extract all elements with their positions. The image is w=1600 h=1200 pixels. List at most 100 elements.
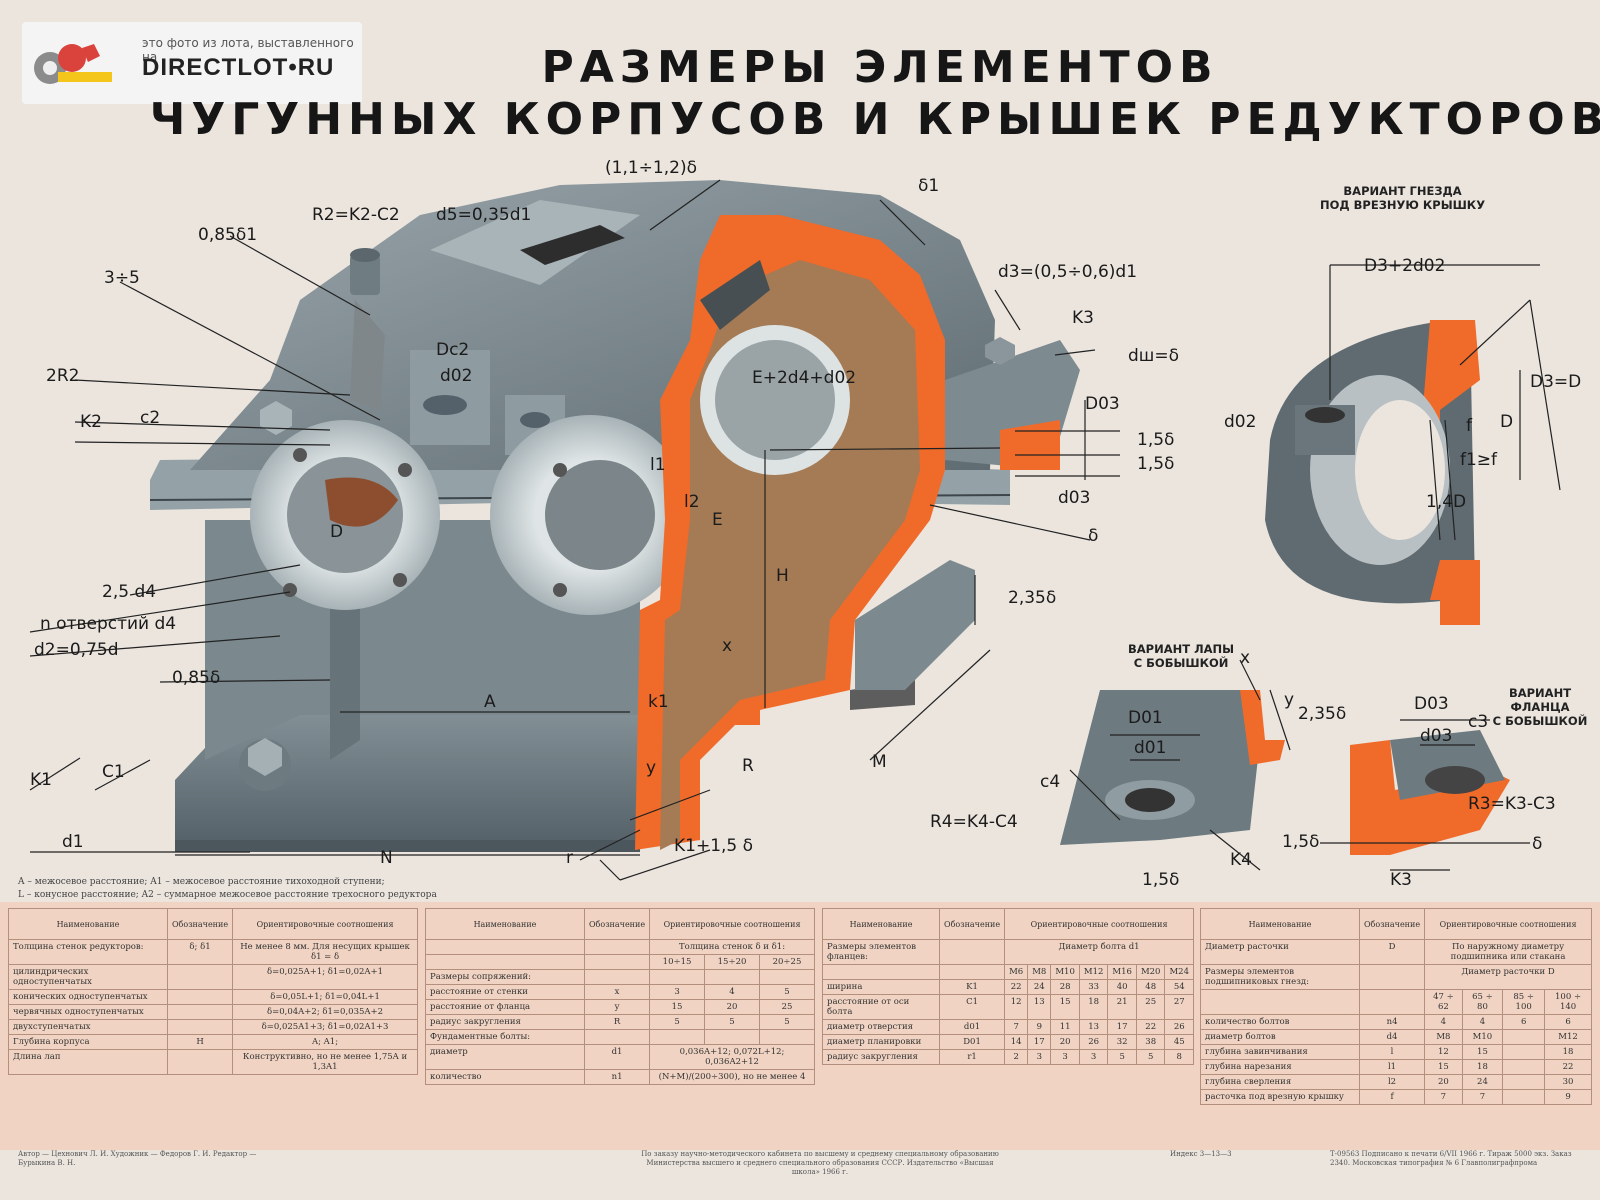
table-cell <box>166 989 234 1005</box>
label-d5: d5=0,35d1 <box>436 205 532 225</box>
watermark-logo-icon <box>34 44 112 84</box>
t2-header-symbol: Обозначение <box>583 908 651 940</box>
footer-index: Индекс 3—13—3 <box>1170 1150 1232 1158</box>
t1-header-name: Наименование <box>8 908 168 940</box>
table-cell: 5 <box>758 1014 816 1030</box>
label-do3: D03 <box>1085 394 1120 414</box>
table-cell: δ=0,05L+1; δ1=0,04L+1 <box>232 989 418 1005</box>
label-k1: K1 <box>30 770 52 790</box>
table-cell: диаметр планировки <box>821 1034 941 1050</box>
table-cell: D01 <box>939 1034 1006 1050</box>
subtitle-flange: ВАРИАНТ ФЛАНЦА С БОБЫШКОЙ <box>1480 686 1600 728</box>
label-2r2: 2R2 <box>46 366 80 386</box>
foundation-nut-icon <box>248 738 282 776</box>
table-cell: 9 <box>1027 1019 1052 1035</box>
table-cell: 18 <box>1078 994 1109 1020</box>
t4-header-symbol: Обозначение <box>1358 908 1426 940</box>
table-cell: 12 <box>1424 1044 1463 1060</box>
table-cell: f <box>1358 1089 1426 1105</box>
label-d2: d2=0,75d <box>34 640 119 660</box>
t3-col: M6 <box>1004 964 1029 980</box>
t3-col: M16 <box>1107 964 1137 980</box>
table-cell: 38 <box>1135 1034 1166 1050</box>
label-y: y <box>646 758 657 778</box>
table-cell <box>166 964 234 990</box>
legend-line1: A – межосевое расстояние; A1 – межосевое… <box>18 877 385 887</box>
table-cell: ширина <box>821 979 941 995</box>
label-paw-D01: D01 <box>1128 708 1163 728</box>
table-cell: 30 <box>1544 1074 1592 1090</box>
table-cell: диаметр болтов <box>1200 1029 1360 1045</box>
label-nest-d: D <box>1500 412 1514 432</box>
table-walls: Наименование Обозначение Ориентировочные… <box>8 908 418 1075</box>
table-cell <box>583 969 651 985</box>
table-cell: расстояние от фланца <box>425 999 585 1015</box>
table-cell: 22 <box>1004 979 1029 995</box>
table-cell: Глубина корпуса <box>8 1034 168 1050</box>
label-k2: K2 <box>80 412 102 432</box>
t4-col: 85 ÷ 100 <box>1502 989 1546 1015</box>
table-cell <box>1502 1089 1546 1105</box>
t1-header-symbol: Обозначение <box>166 908 234 940</box>
label-0-85-delta: 0,85δ <box>172 668 221 688</box>
label-r: R <box>742 756 754 776</box>
table-cell: Длина лап <box>8 1049 168 1075</box>
label-e: E <box>712 510 723 530</box>
table-cell: диаметр отверстия <box>821 1019 941 1035</box>
t1-header-ratio: Ориентировочные соотношения <box>232 908 418 940</box>
t4-top-ratio: По наружному диаметру подшипника или ста… <box>1424 939 1592 965</box>
table-cell: расстояние от стенки <box>425 984 585 1000</box>
label-paw-c4: c4 <box>1040 772 1061 792</box>
label-x: x <box>722 636 733 656</box>
table-cell: Фундаментные болты: <box>425 1029 585 1045</box>
table-cell: расточка под врезную крышку <box>1200 1089 1360 1105</box>
table-cell <box>758 1029 816 1045</box>
label-nest-1-4d: 1,4D <box>1426 492 1467 512</box>
table-cell: l1 <box>1358 1059 1426 1075</box>
variant-flange-drawing <box>1320 719 1530 871</box>
watermark-site: DIRECTLOT•RU <box>142 54 335 81</box>
t4-top-name: Диаметр расточки <box>1200 939 1360 965</box>
t3-col: M10 <box>1050 964 1080 980</box>
label-paw-y: y <box>1284 690 1295 710</box>
table-cell: 24 <box>1027 979 1052 995</box>
watermark: это фото из лота, выставленного на DIREC… <box>22 22 362 104</box>
table-cell: 6 <box>1544 1014 1592 1030</box>
label-l2: l2 <box>684 492 700 512</box>
label-flange-r3: R3=K3-C3 <box>1468 794 1556 814</box>
table-cell: K1 <box>939 979 1006 995</box>
t3-col: M12 <box>1078 964 1109 980</box>
table-cell: H <box>166 1034 234 1050</box>
t3-header-ratio: Ориентировочные соотношения <box>1004 908 1194 940</box>
table-cell: 7 <box>1004 1019 1029 1035</box>
table-cell: 22 <box>1135 1019 1166 1035</box>
table-cell: цилиндрических одноступенчатых <box>8 964 168 990</box>
t2-sub-header: Толщина стенок δ и δ1: <box>649 939 815 955</box>
table-cell: Толщина стенок редукторов: <box>8 939 168 965</box>
table-cell: 26 <box>1164 1019 1194 1035</box>
table-cell: l <box>1358 1044 1426 1060</box>
table-cell: 18 <box>1461 1059 1504 1075</box>
label-dsh: dш=δ <box>1128 346 1179 366</box>
watermark-note: это фото из лота, выставленного на <box>142 36 354 64</box>
t3-col: M24 <box>1164 964 1194 980</box>
table-cell: y <box>583 999 651 1015</box>
bolt-head-icon <box>260 401 292 435</box>
label-k1-1-5-delta: K1+1,5 δ <box>674 836 754 856</box>
label-nest-f1: f1≥f <box>1460 450 1498 470</box>
housing-cut-section <box>635 215 945 850</box>
t4-header-ratio: Ориентировочные соотношения <box>1424 908 1592 940</box>
table-cell: 4 <box>1424 1014 1463 1030</box>
label-n-holes: n отверстий d4 <box>40 614 177 634</box>
table-cell <box>1502 1074 1546 1090</box>
label-dc2: Dc2 <box>436 340 470 360</box>
poster-title-line1: РАЗМЕРЫ ЭЛЕМЕНТОВ <box>541 42 1219 93</box>
table-cell: 18 <box>1544 1044 1592 1060</box>
label-n: N <box>380 848 393 868</box>
table-cell: R <box>583 1014 651 1030</box>
